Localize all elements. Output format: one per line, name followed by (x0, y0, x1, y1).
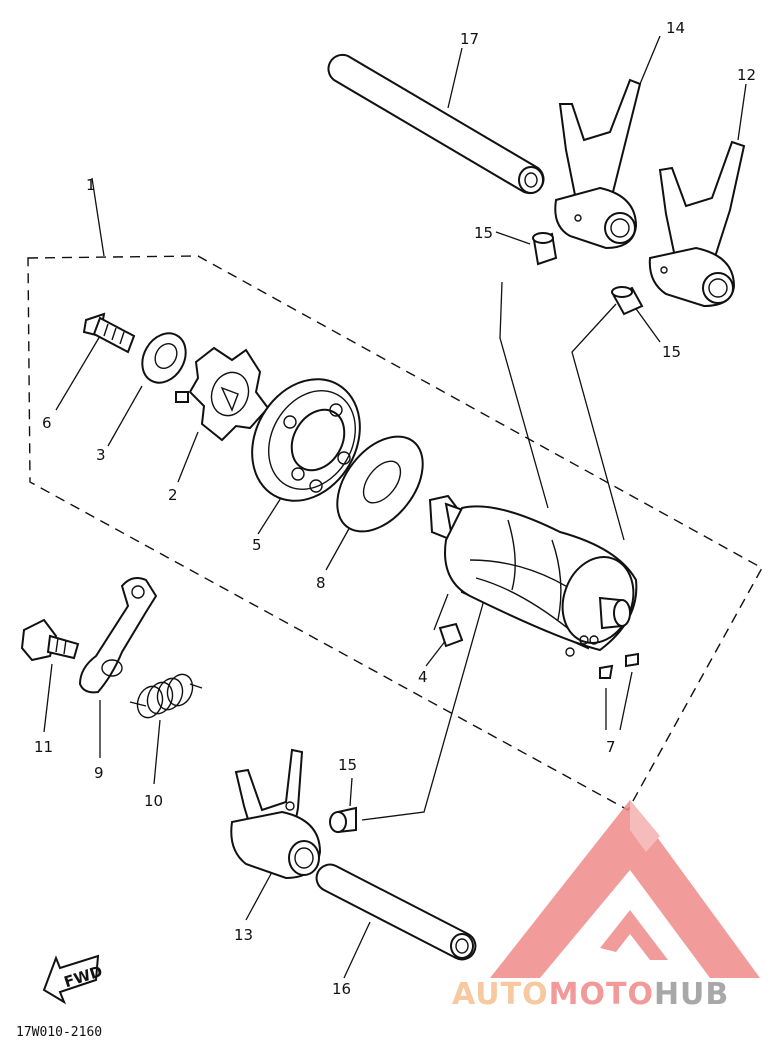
washer-3 (141, 332, 187, 384)
label-part-10: 10 (144, 792, 163, 810)
label-part-16: 16 (332, 980, 351, 998)
label-part-2: 2 (168, 486, 178, 504)
washer-8 (336, 435, 424, 533)
label-part-3: 3 (96, 446, 106, 464)
label-part-13: 13 (234, 926, 253, 944)
label-part-15-lower: 15 (338, 756, 357, 774)
brand-part-moto: MOTO (549, 977, 654, 1012)
guide-pin-15-upper (532, 232, 558, 266)
watermark-brand-text: AUTOMOTOHUB (452, 977, 729, 1012)
part-number-labels: 1 17 14 12 15 15 6 3 2 5 8 4 7 11 9 10 1… (34, 19, 756, 998)
segment-2 (175, 346, 270, 442)
figure-code: 17W010-2160 (16, 1025, 102, 1040)
assembly-boundary (27, 255, 763, 811)
screw-6 (82, 312, 136, 354)
svg-text:AUTOMOTOHUB: AUTOMOTOHUB (452, 977, 729, 1012)
label-part-6: 6 (42, 414, 52, 432)
label-part-4: 4 (418, 668, 428, 686)
label-part-14: 14 (666, 19, 685, 37)
label-part-17: 17 (460, 30, 479, 48)
label-part-8: 8 (316, 574, 326, 592)
watermark-logo (490, 800, 760, 978)
brand-part-hub: HUB (654, 977, 729, 1012)
bearing-5 (251, 378, 361, 502)
shift-fork-14 (554, 78, 642, 250)
shift-fork-shaft-upper (327, 53, 545, 195)
label-part-15-upper: 15 (474, 224, 493, 242)
label-part-1: 1 (86, 176, 96, 194)
shift-fork-13 (230, 748, 322, 880)
shift-fork-12 (648, 140, 746, 308)
bolt-11 (20, 618, 80, 662)
label-part-9: 9 (94, 764, 104, 782)
forward-direction-arrow: FWD (42, 954, 105, 1005)
guide-pin-15-lower (329, 806, 357, 834)
leader-lines (43, 35, 747, 979)
pins-7 (599, 652, 639, 679)
stopper-lever-9 (78, 577, 158, 694)
brand-part-auto: AUTO (452, 977, 549, 1012)
shift-fork-shaft-lower (315, 863, 477, 961)
watermark-triangle-icon (490, 800, 760, 978)
guide-pin-15-middle (611, 286, 644, 316)
label-part-12: 12 (737, 66, 756, 84)
label-part-11: 11 (34, 738, 53, 756)
shift-drum (428, 494, 638, 657)
spring-10 (129, 673, 203, 719)
pin-4 (438, 622, 464, 648)
label-part-5: 5 (252, 536, 262, 554)
label-part-7: 7 (606, 738, 616, 756)
label-part-15-middle: 15 (662, 343, 681, 361)
